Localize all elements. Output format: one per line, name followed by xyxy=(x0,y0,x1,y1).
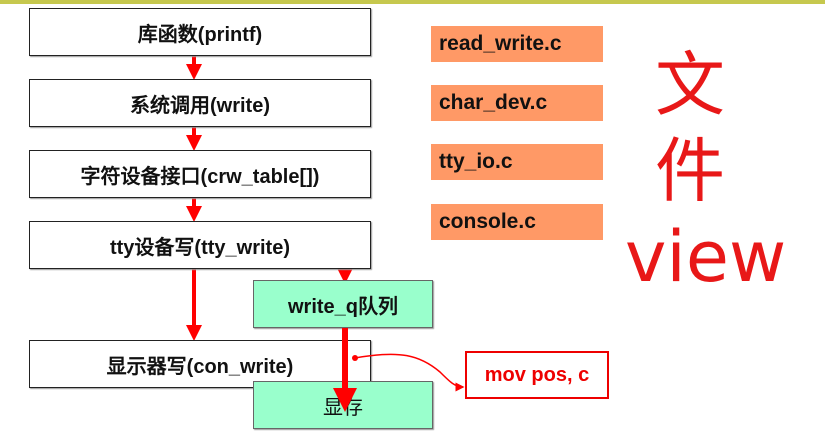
library-function-box: 库函数(printf) xyxy=(29,8,371,56)
header-rule xyxy=(0,0,825,4)
tty-write-box: tty设备写(tty_write) xyxy=(29,221,371,269)
file-label: read_write.c xyxy=(439,32,562,55)
annotation-label: mov pos, c xyxy=(484,363,590,386)
char-device-interface-box: 字符设备接口(crw_table[]) xyxy=(29,150,371,198)
callout-arrow xyxy=(354,353,465,392)
system-call-box: 系统调用(write) xyxy=(29,79,371,127)
file-label: char_dev.c xyxy=(439,91,548,114)
file-console: console.c xyxy=(431,204,603,240)
file-label: tty_io.c xyxy=(439,150,513,173)
console-write-label: 显示器写(con_write) xyxy=(106,355,294,378)
tty-write-label: tty设备写(tty_write) xyxy=(109,236,290,259)
system-call-label: 系统调用(write) xyxy=(130,94,270,117)
file-label: console.c xyxy=(439,210,536,233)
mov-pos-annotation: mov pos, c xyxy=(465,351,609,399)
console-write-box: 显示器写(con_write) xyxy=(29,340,371,388)
library-function-label: 库函数(printf) xyxy=(137,23,263,46)
write-queue-box: write_q队列 xyxy=(253,280,433,328)
write-queue-label: write_q队列 xyxy=(287,295,399,318)
file-tty-io: tty_io.c xyxy=(431,144,603,180)
char-device-interface-label: 字符设备接口(crw_table[]) xyxy=(80,165,320,188)
file-read-write: read_write.c xyxy=(431,26,603,62)
file-char-dev: char_dev.c xyxy=(431,85,603,121)
